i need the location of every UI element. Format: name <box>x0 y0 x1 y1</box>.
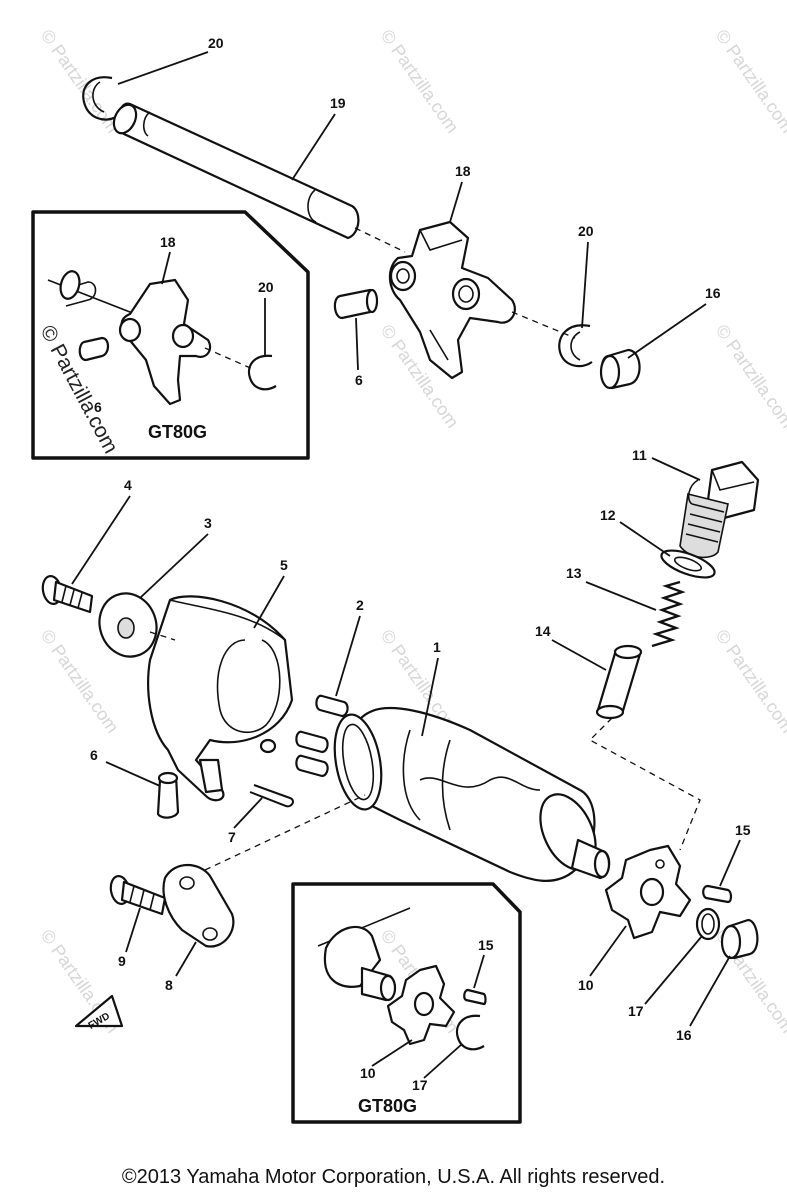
dash-line <box>204 347 256 371</box>
part-9-screw <box>109 875 167 916</box>
part-1-shift-drum <box>333 706 611 882</box>
callout-1: 1 <box>433 639 441 655</box>
watermark: © Partzilla.com <box>712 26 787 137</box>
callout-4: 4 <box>124 477 132 493</box>
callout-11: 11 <box>632 447 647 463</box>
part-15-pin <box>702 884 733 904</box>
callout-16: 16 <box>705 285 721 301</box>
callout-17: 17 <box>628 1003 644 1019</box>
callout-20: 20 <box>208 35 224 51</box>
callout-19: 19 <box>330 95 346 111</box>
part-11-bolt <box>679 460 760 559</box>
inset-label: GT80G <box>148 422 207 442</box>
part-6-pin-lower <box>156 771 180 819</box>
part-17-circlip <box>695 907 721 941</box>
part-20-circlip-right <box>558 324 593 368</box>
watermark: © Partzilla.com <box>377 26 463 137</box>
part-16-cap-lower <box>720 918 759 960</box>
callout-6b: 6 <box>90 747 98 763</box>
callout-9: 9 <box>118 953 126 969</box>
dash-line <box>511 311 576 339</box>
callouts: 20 19 18 20 16 6 11 12 13 14 4 3 5 2 1 6… <box>71 35 751 1043</box>
part-6-pin-upper <box>333 288 379 320</box>
callout: 17 <box>412 1077 428 1093</box>
callout: 20 <box>258 279 274 295</box>
dash-line <box>204 794 366 871</box>
part-10-star-wheel <box>604 844 692 940</box>
part-2-pins <box>295 694 349 778</box>
callout-18: 18 <box>455 163 471 179</box>
inset-label: GT80G <box>358 1096 417 1116</box>
part-5-shift-fork-large <box>147 595 294 802</box>
watermark-vertical: © Partzilla.com <box>36 322 123 458</box>
part-7-clip <box>249 784 294 808</box>
callout-20b: 20 <box>578 223 594 239</box>
part-8-plate <box>162 863 235 948</box>
part-14-plunger <box>595 644 643 720</box>
callout-8: 8 <box>165 977 173 993</box>
callout: 6 <box>94 399 102 415</box>
part-16-cap-upper <box>599 348 641 390</box>
callout-3: 3 <box>204 515 212 531</box>
callout-13: 13 <box>566 565 582 581</box>
dash-line <box>354 227 406 253</box>
callout-12: 12 <box>600 507 616 523</box>
part-18-shift-fork <box>388 220 516 380</box>
watermark: © Partzilla.com <box>712 626 787 737</box>
part-12-washer <box>660 549 716 579</box>
callout-16b: 16 <box>676 1027 692 1043</box>
callout-5: 5 <box>280 557 288 573</box>
callout-14: 14 <box>535 623 551 639</box>
part-19-shaft <box>112 102 360 240</box>
callout: 15 <box>478 937 494 953</box>
callout-7: 7 <box>228 829 236 845</box>
copyright-footer: ©2013 Yamaha Motor Corporation, U.S.A. A… <box>121 1166 666 1188</box>
part-13-spring <box>651 580 686 648</box>
callout: 10 <box>360 1065 376 1081</box>
callout-10: 10 <box>578 977 594 993</box>
dash-line <box>588 717 701 851</box>
callout-6: 6 <box>355 372 363 388</box>
inset-upper-gt80g: GT80G 18 20 6 <box>31 210 310 460</box>
part-3-plate <box>98 592 158 658</box>
fwd-arrow-icon: FWD <box>74 994 124 1032</box>
part-20-circlip-top <box>82 76 119 121</box>
dash-line <box>149 631 176 641</box>
callout: 18 <box>160 234 176 250</box>
callout-2: 2 <box>356 597 364 613</box>
watermark: © Partzilla.com <box>712 321 787 432</box>
inset-lower-gt80g: GT80G 15 10 17 <box>291 882 522 1124</box>
part-4-screw <box>41 575 94 614</box>
callout-15: 15 <box>735 822 751 838</box>
